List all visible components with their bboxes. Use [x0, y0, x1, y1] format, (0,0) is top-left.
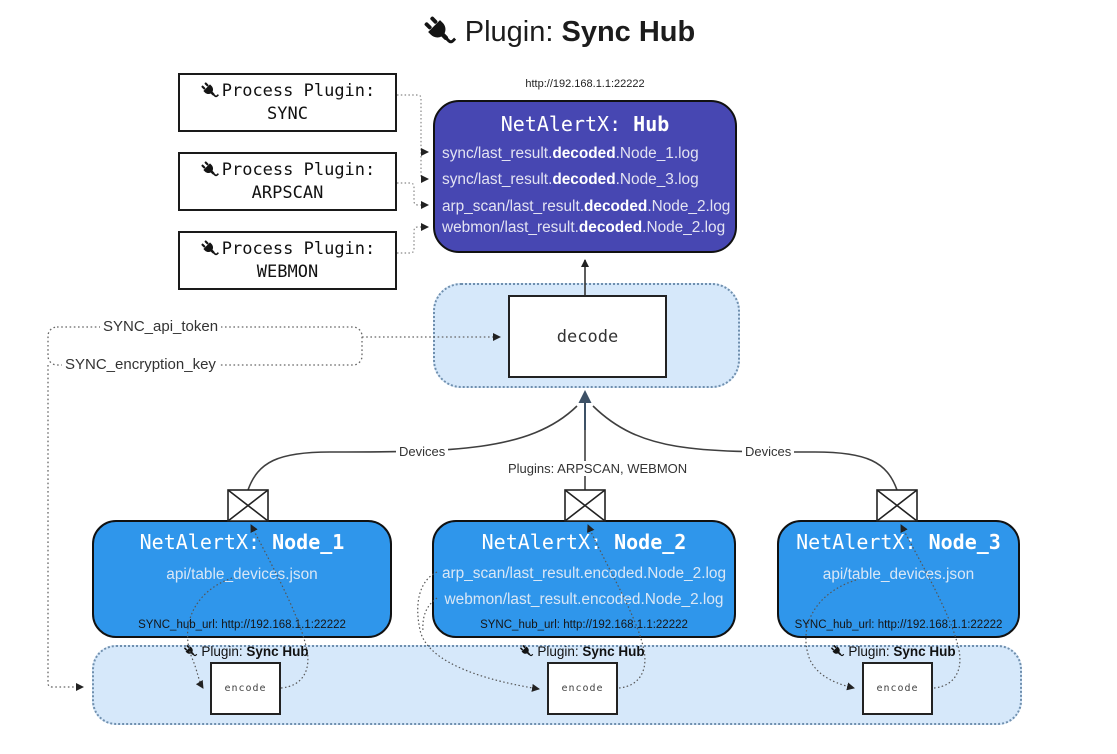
node-hub-url: SYNC_hub_url: http://192.168.1.1:22222	[480, 619, 688, 631]
process-plugin-label-row: Process Plugin:	[200, 238, 376, 261]
process-plugin-box-arpscan: Process Plugin: ARPSCAN	[178, 152, 397, 211]
node-title: NetAlertX: Node_1	[94, 530, 390, 554]
log-post: .Node_1.log	[615, 145, 699, 162]
node-title: NetAlertX: Node_2	[434, 530, 734, 554]
band-label-prefix: Plugin:	[201, 644, 247, 659]
node-title-prefix: NetAlertX:	[481, 530, 615, 554]
log-bold: decoded	[552, 145, 616, 162]
plugin-to-hub-connectors	[397, 94, 429, 254]
log-post: .Node_3.log	[615, 171, 699, 188]
node-title-prefix: NetAlertX:	[796, 530, 929, 554]
log-pre: sync/last_result.	[442, 145, 553, 162]
log-post: .Node_2.log	[647, 198, 731, 215]
hub-log-line: sync/last_result.decoded.Node_1.log	[442, 145, 699, 163]
node-file-line: api/table_devices.json	[822, 566, 975, 583]
node-hub-url: SYNC_hub_url: http://192.168.1.1:22222	[794, 619, 1003, 631]
page-title-bold: Sync Hub	[561, 15, 696, 48]
hub-title-bold: Hub	[633, 112, 670, 136]
band-plugin-label: Plugin: Sync Hub	[788, 644, 998, 659]
plug-icon	[830, 644, 845, 659]
band-plugin-label: Plugin: Sync Hub	[477, 644, 687, 659]
plug-icon	[200, 160, 220, 180]
encode-box: encode	[210, 662, 281, 715]
process-plugin-label-row: Process Plugin:	[200, 159, 376, 182]
process-plugin-name: WEBMON	[256, 261, 319, 282]
node-box-node-2: NetAlertX: Node_2 arp_scan/last_result.e…	[432, 520, 736, 638]
envelope-icon	[876, 489, 918, 522]
process-plugin-box-webmon: Process Plugin: WEBMON	[178, 231, 397, 290]
edge-label-plugins-mid: Plugins: ARPSCAN, WEBMON	[505, 461, 691, 476]
band-label-bold: Sync Hub	[893, 644, 956, 659]
process-plugin-label-row: Process Plugin:	[200, 80, 376, 103]
log-pre: arp_scan/last_result.	[442, 198, 585, 215]
plug-icon	[183, 644, 198, 659]
process-plugin-name: SYNC	[267, 103, 308, 124]
band-label-prefix: Plugin:	[537, 644, 583, 659]
process-plugin-label: Process Plugin:	[221, 159, 376, 180]
process-plugin-label: Process Plugin:	[221, 238, 376, 259]
process-plugin-name: ARPSCAN	[251, 182, 324, 203]
devices-curves	[247, 405, 898, 491]
plug-icon	[519, 644, 534, 659]
page-title-prefix: Plugin:	[464, 15, 562, 48]
band-plugin-label-text: Plugin: Sync Hub	[201, 644, 308, 659]
band-label-bold: Sync Hub	[582, 644, 645, 659]
hub-title: NetAlertX: Hub	[435, 112, 735, 136]
node-file-line: webmon/last_result.encoded.Node_2.log	[444, 591, 724, 608]
edge-label-devices-left: Devices	[396, 444, 449, 459]
log-bold: decoded	[552, 171, 616, 188]
hub-log-line: webmon/last_result.decoded.Node_2.log	[442, 219, 725, 237]
hub-log-line: arp_scan/last_result.decoded.Node_2.log	[442, 198, 730, 216]
node-title-bold: Node_1	[272, 530, 345, 554]
node-title-bold: Node_2	[614, 530, 687, 554]
sync-encryption-key-label: SYNC_encryption_key	[62, 356, 219, 373]
band-plugin-label-text: Plugin: Sync Hub	[848, 644, 955, 659]
log-pre: webmon/last_result.	[442, 219, 579, 236]
log-pre: sync/last_result.	[442, 171, 553, 188]
encode-box: encode	[862, 662, 933, 715]
process-plugin-box-sync: Process Plugin: SYNC	[178, 73, 397, 132]
node-box-node-1: NetAlertX: Node_1 api/table_devices.json…	[92, 520, 392, 638]
hub-box: NetAlertX: Hub sync/last_result.decoded.…	[433, 100, 737, 253]
sync-api-token-label: SYNC_api_token	[100, 318, 222, 335]
log-bold: decoded	[578, 219, 643, 236]
page-title-text: Plugin: Sync Hub	[465, 16, 695, 49]
node-file-line: arp_scan/last_result.encoded.Node_2.log	[441, 565, 727, 582]
envelope-icon	[227, 489, 269, 522]
band-label-bold: Sync Hub	[246, 644, 309, 659]
hub-url-label: http://192.168.1.1:22222	[525, 78, 645, 90]
page-title: Plugin: Sync Hub	[0, 14, 1117, 50]
hub-title-prefix: NetAlertX:	[500, 112, 634, 136]
node-file-line: api/table_devices.json	[166, 566, 318, 583]
plug-icon	[200, 81, 220, 101]
hub-log-line: sync/last_result.decoded.Node_3.log	[442, 171, 699, 189]
plug-icon	[422, 14, 458, 50]
encode-box: encode	[547, 662, 618, 715]
node-title-bold: Node_3	[928, 530, 1001, 554]
decode-box: decode	[508, 295, 667, 378]
process-plugin-label: Process Plugin:	[221, 80, 376, 101]
envelope-icon	[564, 489, 606, 522]
edge-label-devices-right: Devices	[742, 444, 795, 459]
plug-icon	[200, 239, 220, 259]
node-title-prefix: NetAlertX:	[139, 530, 273, 554]
log-bold: decoded	[584, 198, 648, 215]
band-plugin-label-text: Plugin: Sync Hub	[537, 644, 644, 659]
node-title: NetAlertX: Node_3	[779, 530, 1018, 554]
log-post: .Node_2.log	[642, 219, 726, 236]
node-box-node-3: NetAlertX: Node_3 api/table_devices.json…	[777, 520, 1020, 638]
band-label-prefix: Plugin:	[848, 644, 894, 659]
node-hub-url: SYNC_hub_url: http://192.168.1.1:22222	[138, 619, 346, 631]
band-plugin-label: Plugin: Sync Hub	[141, 644, 351, 659]
